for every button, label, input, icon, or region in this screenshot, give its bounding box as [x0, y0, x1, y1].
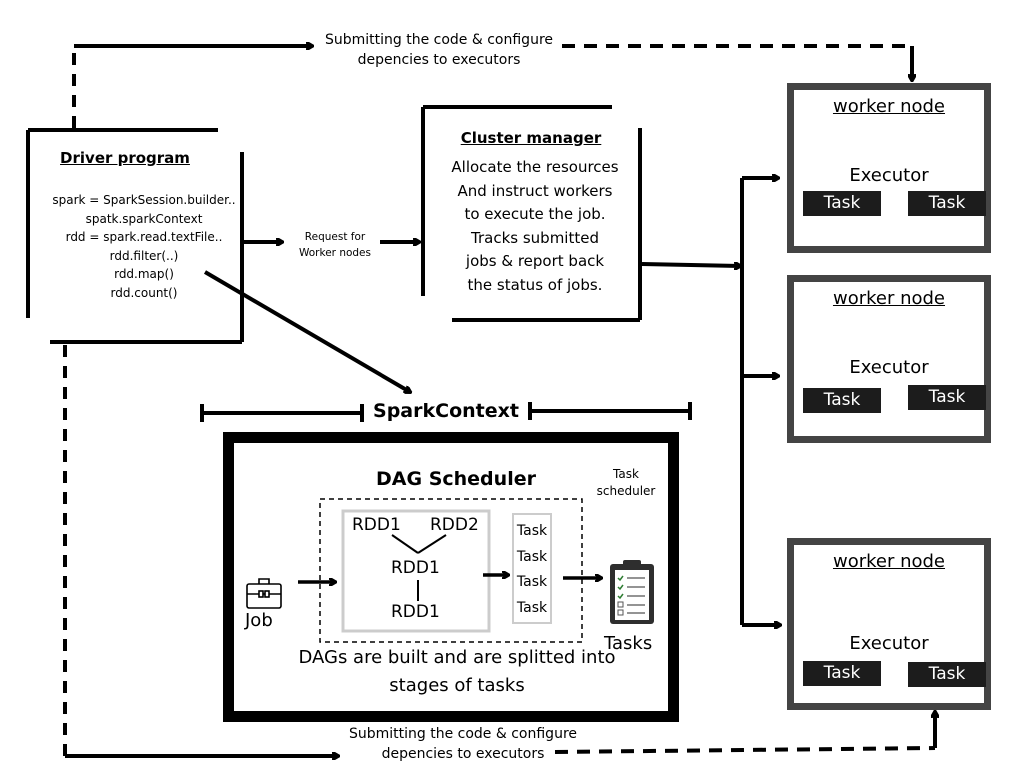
- top-submit-note: Submitting the code & configure depencie…: [324, 32, 554, 68]
- dag-dashed-box: [319, 498, 583, 643]
- worker-title: worker node: [832, 551, 946, 572]
- task-block: Task: [908, 385, 986, 410]
- stage-task: Task: [516, 548, 548, 565]
- bottom-submit-note: Submitting the code & configure depencie…: [348, 726, 578, 762]
- task-block: Task: [803, 388, 881, 413]
- stage-task-list: Task Task Task Task: [513, 519, 551, 621]
- cm-line: Allocate the resources: [451, 158, 619, 176]
- code-line: spatk.sparkContext: [85, 211, 203, 226]
- stage-task: Task: [516, 523, 548, 539]
- bottom-submit-path: [63, 345, 935, 756]
- rdd-top-right: RDD2: [430, 515, 479, 535]
- worker-node-3: worker node Executor Task Task: [787, 538, 991, 710]
- driver-code: spark = SparkSession.builder.. spatk.spa…: [42, 191, 246, 302]
- driver-title: Driver program: [60, 149, 190, 167]
- worker-node-2: worker node Executor Task Task: [787, 275, 991, 443]
- rdd-middle: RDD1: [391, 558, 440, 578]
- cluster-manager-box-lines: [421, 105, 642, 322]
- task-block: Task: [803, 661, 881, 686]
- dag-scheduler-title: DAG Scheduler: [376, 468, 536, 490]
- code-line: rdd.map(): [114, 267, 174, 281]
- cluster-manager-title: Cluster manager: [460, 129, 602, 147]
- code-line: spark = SparkSession.builder..: [52, 193, 236, 207]
- cm-line: And instruct workers: [457, 181, 613, 200]
- stage-task: Task: [516, 574, 548, 590]
- cluster-manager-description: Allocate the resources And instruct work…: [430, 156, 640, 297]
- task-block: Task: [908, 662, 986, 687]
- stage-task: Task: [516, 599, 548, 616]
- task-list-box: [512, 513, 552, 624]
- executor-label: Executor: [849, 633, 929, 654]
- driver-box-lines: [26, 128, 244, 344]
- job-label: Job: [245, 610, 273, 631]
- tasks-label: Tasks: [604, 633, 653, 654]
- rdd-box: [341, 509, 491, 633]
- task-block: Task: [803, 191, 881, 216]
- sparkcontext-box: [223, 432, 679, 722]
- request-label: Request for Worker nodes: [298, 231, 371, 259]
- worker-title: worker node: [832, 96, 946, 117]
- code-line: rdd.count(): [110, 285, 178, 300]
- driver-to-sparkcontext-arrow: [203, 270, 410, 392]
- code-line: rdd = spark.read.textFile..: [65, 230, 223, 244]
- cm-line: Tracks submitted: [471, 228, 599, 247]
- top-submit-path: [72, 46, 912, 128]
- cm-line: jobs & report back: [465, 252, 605, 270]
- clipboard-checklist-icon: [610, 560, 654, 624]
- task-block: Task: [908, 191, 986, 216]
- sparkcontext-brackets: [200, 402, 692, 422]
- dag-caption: DAGs are built and are splitted into sta…: [298, 647, 616, 696]
- code-line: rdd.filter(..): [109, 248, 179, 263]
- task-scheduler-label: Task scheduler: [596, 467, 656, 498]
- executor-label: Executor: [849, 165, 929, 186]
- cm-line: to execute the job.: [464, 205, 606, 223]
- sparkcontext-title: SparkContext: [373, 400, 519, 422]
- rdd-lineage-lines: [391, 534, 447, 601]
- cluster-to-workers-arrows: [641, 178, 780, 625]
- briefcase-icon: [246, 578, 282, 609]
- rdd-top-left: RDD1: [352, 515, 401, 535]
- worker-node-1: worker node Executor Task Task: [787, 83, 991, 253]
- rdd-bottom: RDD1: [391, 602, 440, 622]
- executor-label: Executor: [849, 357, 929, 378]
- worker-title: worker node: [832, 288, 946, 309]
- cm-line: the status of jobs.: [467, 275, 603, 294]
